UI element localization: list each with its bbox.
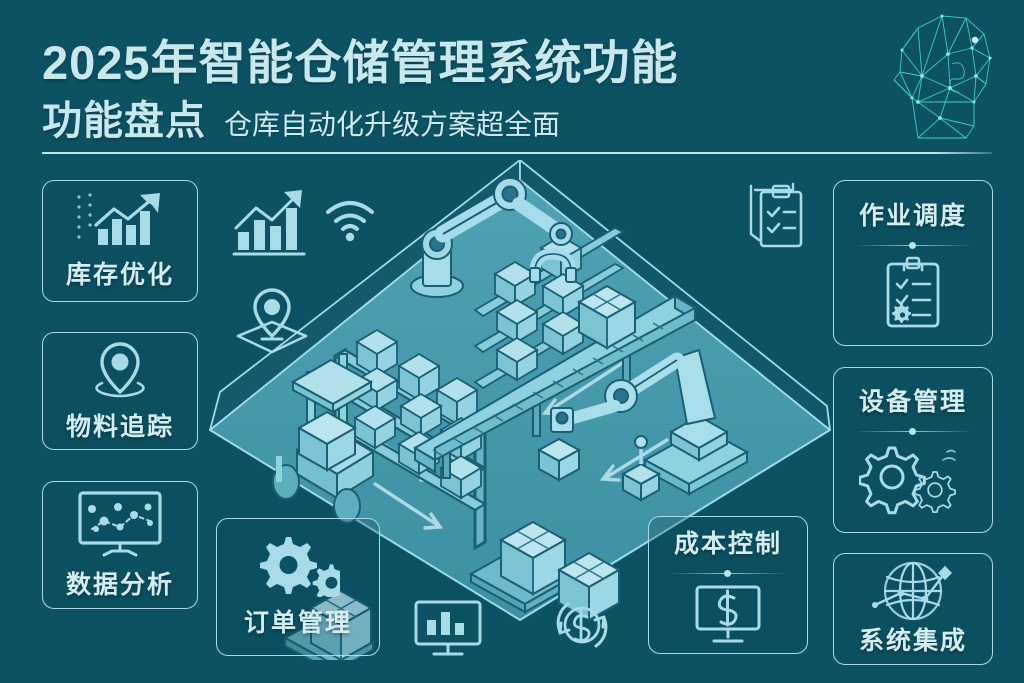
- header-divider: [42, 152, 992, 154]
- dollar-cycle-icon: [556, 602, 608, 648]
- globe-network-icon: [861, 561, 965, 621]
- page-title-line-2: 功能盘点: [42, 99, 206, 143]
- card-order-management[interactable]: 订单管理: [216, 518, 380, 656]
- card-label: 设备管理: [858, 388, 967, 416]
- header: 2025年智能仓储管理系统功能 功能盘点 仓库自动化升级方案超全面: [0, 0, 1024, 160]
- monitor-dollar-icon: [691, 584, 765, 646]
- location-pin-icon: [83, 339, 157, 401]
- clipboard-check-icon: [749, 182, 803, 248]
- monitor-bar-chart-icon: [414, 600, 482, 656]
- page-subtitle: 仓库自动化升级方案超全面: [224, 109, 561, 140]
- card-label: 系统集成: [858, 627, 967, 655]
- bar-chart-arrow-icon: [232, 190, 306, 256]
- forklift: [272, 353, 375, 524]
- card-label: 订单管理: [243, 609, 352, 637]
- gantry-robot: [536, 348, 750, 496]
- page-title-line-2-wrap: 功能盘点 仓库自动化升级方案超全面: [42, 88, 560, 146]
- robotic-arm-upper: [410, 177, 577, 298]
- gears-icon: [256, 535, 340, 597]
- card-label: 库存优化: [65, 261, 174, 289]
- ai-head-wireframe-icon: [893, 14, 992, 139]
- card-equipment-management[interactable]: 设备管理: [833, 367, 993, 533]
- monitor-scatter-chart-icon: [74, 489, 166, 559]
- clipboard-checklist-icon: [880, 256, 946, 330]
- page-title-line-1: 2025年智能仓储管理系统功能: [42, 36, 679, 89]
- gears-icon: [859, 442, 967, 518]
- card-system-integration[interactable]: 系统集成: [833, 553, 993, 665]
- card-divider: [672, 569, 784, 578]
- card-label: 数据分析: [65, 571, 174, 599]
- card-inventory-optimization[interactable]: 库存优化: [42, 180, 198, 302]
- card-label: 作业调度: [858, 202, 967, 230]
- roller-conveyor-belt: [413, 284, 697, 479]
- bar-chart-growth-icon: [74, 191, 166, 249]
- card-material-tracking[interactable]: 物料追踪: [42, 332, 198, 450]
- palletized-boxes: [282, 435, 662, 660]
- card-divider: [857, 241, 969, 250]
- card-label: 物料追踪: [65, 413, 174, 441]
- card-label: 成本控制: [673, 530, 782, 558]
- card-cost-control[interactable]: 成本控制: [648, 516, 808, 654]
- card-divider: [857, 427, 969, 436]
- wifi-signal-icon: [326, 201, 374, 242]
- card-data-analysis[interactable]: 数据分析: [42, 481, 198, 609]
- isometric-smart-warehouse-illustration: [209, 160, 831, 660]
- location-pin-ground-icon: [236, 288, 308, 354]
- card-task-scheduling[interactable]: 作业调度: [833, 180, 993, 346]
